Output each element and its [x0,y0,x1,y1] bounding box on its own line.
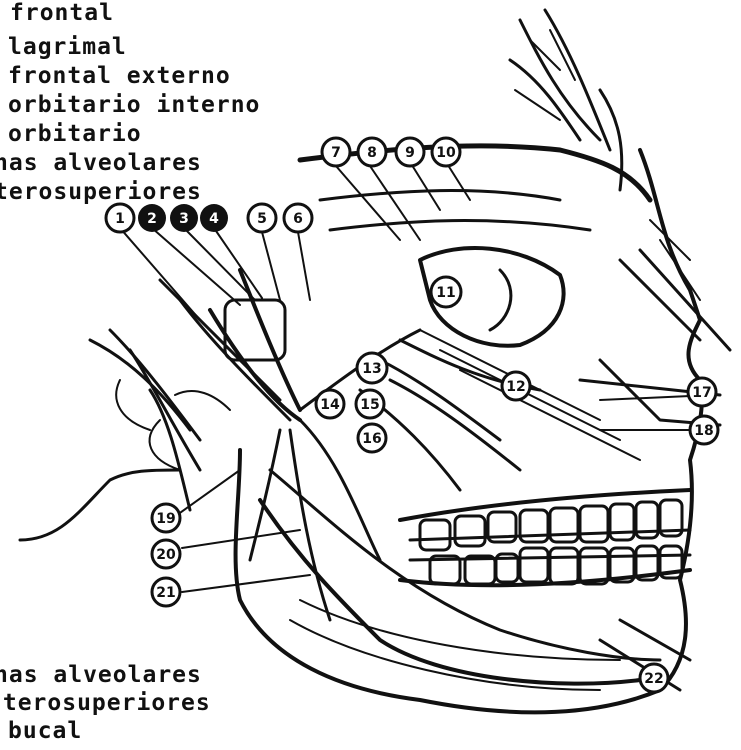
svg-text:3: 3 [179,211,189,227]
svg-text:6: 6 [293,211,303,227]
svg-text:5: 5 [257,211,267,227]
callout-18: 18 [690,416,718,444]
svg-text:13: 13 [362,361,381,377]
svg-text:7: 7 [331,145,341,161]
svg-text:11: 11 [436,285,455,301]
svg-text:16: 16 [362,431,381,447]
callout-16: 16 [358,424,386,452]
svg-text:12: 12 [506,379,525,395]
callout-21: 21 [152,578,180,606]
callout-10: 10 [432,138,460,166]
callout-22: 22 [640,664,668,692]
callout-14: 14 [316,390,344,418]
callout-13: 13 [357,353,387,383]
svg-text:20: 20 [156,547,176,563]
svg-text:4: 4 [209,211,219,227]
svg-text:9: 9 [405,145,415,161]
callout-5: 5 [248,204,276,232]
svg-text:2: 2 [147,211,157,227]
callout-7: 7 [322,138,350,166]
callout-17: 17 [688,378,716,406]
svg-text:21: 21 [156,585,175,601]
callout-15: 15 [356,390,384,418]
svg-text:15: 15 [360,397,379,413]
callout-9: 9 [396,138,424,166]
svg-text:17: 17 [692,385,711,401]
callout-12: 12 [502,372,530,400]
callout-11: 11 [431,277,461,307]
callout-3: 3 [170,204,198,232]
svg-text:10: 10 [436,145,456,161]
svg-text:22: 22 [644,671,663,687]
callout-1: 1 [106,204,134,232]
svg-text:19: 19 [156,511,175,527]
svg-text:8: 8 [367,145,377,161]
callout-2: 2 [138,204,166,232]
callout-20: 20 [152,540,180,568]
svg-text:14: 14 [320,397,340,413]
callout-6: 6 [284,204,312,232]
callout-4: 4 [200,204,228,232]
svg-text:18: 18 [694,423,713,439]
callout-19: 19 [152,504,180,532]
callout-8: 8 [358,138,386,166]
svg-text:1: 1 [115,211,125,227]
